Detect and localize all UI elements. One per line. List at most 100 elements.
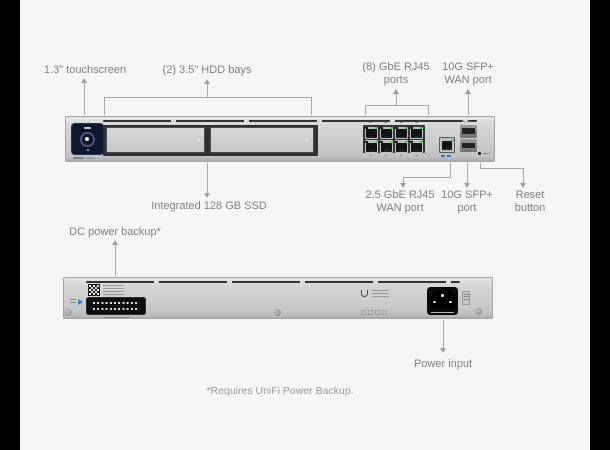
sfp-cage-lan xyxy=(459,139,477,152)
callout-sfp-wan-line2: WAN port xyxy=(444,74,492,86)
callout-reset-line1: Reset xyxy=(515,189,545,201)
serial-text-bars xyxy=(103,285,124,297)
callout-ssd-label: Integrated 128 GB SSD xyxy=(151,200,267,212)
callout-arrow-dc-backup xyxy=(112,240,118,245)
front-model-text-bar-2 xyxy=(86,157,94,159)
callout-line-wan-v1 xyxy=(450,163,451,177)
callout-line-wan-h xyxy=(403,177,451,178)
front-vent-slots xyxy=(103,119,477,122)
callout-touchscreen-label: 1.3" touchscreen xyxy=(43,64,127,76)
back-device xyxy=(63,277,493,319)
callout-gbe-ports-line1: (8) GbE RJ45 xyxy=(362,61,430,73)
rj45-port-7 xyxy=(394,140,408,153)
hdd-bay-2 xyxy=(210,127,314,153)
rj45-port-grid xyxy=(363,125,425,153)
screw-left xyxy=(66,310,71,315)
port-number-ticks-top xyxy=(369,121,423,123)
footnote: *Requires UniFi Power Backup. xyxy=(206,385,354,397)
callout-arrow-touchscreen xyxy=(81,78,87,83)
hdd-bay-2-pinhole xyxy=(306,139,308,141)
callout-line-gbe-ports xyxy=(396,94,397,105)
callout-reset-label: Reset button xyxy=(515,189,546,215)
callout-arrow-sfp-port xyxy=(464,183,470,188)
hdd-bay-1-pinhole xyxy=(198,139,200,141)
sfp-cage-wan xyxy=(459,124,477,138)
callout-bracket-hdd-left xyxy=(104,97,105,115)
callout-bracket-hdd-bays xyxy=(104,97,312,98)
reset-button-dot xyxy=(478,152,481,155)
port-number-ticks-bottom xyxy=(369,154,423,156)
callout-bracket-gbe-right xyxy=(428,105,429,115)
rj45-port-1 xyxy=(364,126,378,139)
rj45-port-4 xyxy=(409,126,423,139)
dc-connector-caption-bar xyxy=(104,317,130,319)
callout-line-sfp-wan xyxy=(468,94,469,115)
callout-arrow-gbe-ports xyxy=(393,89,399,94)
callout-arrow-wan xyxy=(400,183,406,188)
callout-wan-line1: 2.5 GbE RJ45 xyxy=(365,189,435,201)
callout-line-hdd-bays xyxy=(207,84,208,97)
callout-line-wan-v2 xyxy=(403,177,404,183)
callout-arrow-ssd xyxy=(204,193,210,198)
dc-label-bar-1 xyxy=(70,299,76,300)
reset-text-bar xyxy=(483,152,490,154)
callout-sfp-port-label: 10G SFP+ port xyxy=(441,189,493,215)
callout-arrow-hdd-bays xyxy=(204,79,210,84)
right-letterbox-bar xyxy=(590,0,610,450)
front-model-text-bar xyxy=(73,157,84,159)
left-letterbox-bar xyxy=(0,0,20,450)
callout-bracket-gbe-ports xyxy=(365,105,429,106)
callout-line-power-input xyxy=(443,320,444,348)
screw-middle xyxy=(275,310,280,315)
callout-arrow-power-input xyxy=(440,348,446,353)
power-inlet xyxy=(427,287,458,315)
callout-line-reset-h xyxy=(480,168,524,169)
callout-line-touchscreen xyxy=(84,83,85,115)
rj45-port-6 xyxy=(379,140,393,153)
dc-indicator-icon xyxy=(78,299,83,305)
screw-right xyxy=(476,309,481,314)
power-rating-text-bar xyxy=(431,311,454,313)
regulatory-text-bars xyxy=(372,290,389,299)
callout-gbe-ports-label: (8) GbE RJ45 ports xyxy=(362,61,429,87)
wan-port-marking xyxy=(441,155,453,157)
callout-wan-line2: WAN port xyxy=(376,202,424,214)
callout-arrow-reset xyxy=(520,183,526,188)
callout-line-ssd xyxy=(207,163,208,193)
callout-sfp-port-line2: port xyxy=(457,202,477,214)
callout-arrow-sfp-wan xyxy=(465,89,471,94)
rj45-port-8 xyxy=(409,140,423,153)
front-device xyxy=(65,116,495,162)
touchscreen-home-dot xyxy=(87,149,89,151)
callout-line-reset-v1 xyxy=(480,163,481,168)
callout-reset-line2: button xyxy=(514,202,546,214)
callout-line-reset-v2 xyxy=(523,168,524,183)
ubiquiti-logo-icon xyxy=(361,290,368,297)
touchscreen xyxy=(72,124,103,154)
wan-rj45-port xyxy=(439,137,455,153)
hdd-bay-recess xyxy=(103,125,318,156)
callout-wan-label: 2.5 GbE RJ45 WAN port xyxy=(365,189,434,215)
hdd-bay-1 xyxy=(106,127,205,153)
callout-hdd-bays-label: (2) 3.5" HDD bays xyxy=(162,64,252,76)
sfp-wan-marking xyxy=(461,120,471,122)
certification-marks xyxy=(361,302,389,320)
callout-sfp-wan-label: 10G SFP+ WAN port xyxy=(442,61,494,87)
callout-sfp-port-line1: 10G SFP+ xyxy=(441,189,493,201)
callout-line-sfp-port xyxy=(467,163,468,183)
callout-dc-backup-label: DC power backup* xyxy=(69,226,161,238)
callout-sfp-wan-line1: 10G SFP+ xyxy=(442,61,494,73)
dc-label-bar-2 xyxy=(70,301,76,303)
power-sticker xyxy=(462,291,470,305)
back-vent-slots xyxy=(86,280,460,283)
touchscreen-dial-icon xyxy=(79,132,95,147)
rj45-port-3 xyxy=(394,126,408,139)
touchscreen-status-dash xyxy=(84,127,91,129)
rj45-port-2 xyxy=(379,126,393,139)
callout-gbe-ports-line2: ports xyxy=(383,74,409,86)
callout-bracket-hdd-right xyxy=(311,97,312,115)
callout-line-dc-backup xyxy=(115,245,116,276)
rj45-port-5 xyxy=(364,140,378,153)
callout-bracket-gbe-left xyxy=(365,105,366,115)
